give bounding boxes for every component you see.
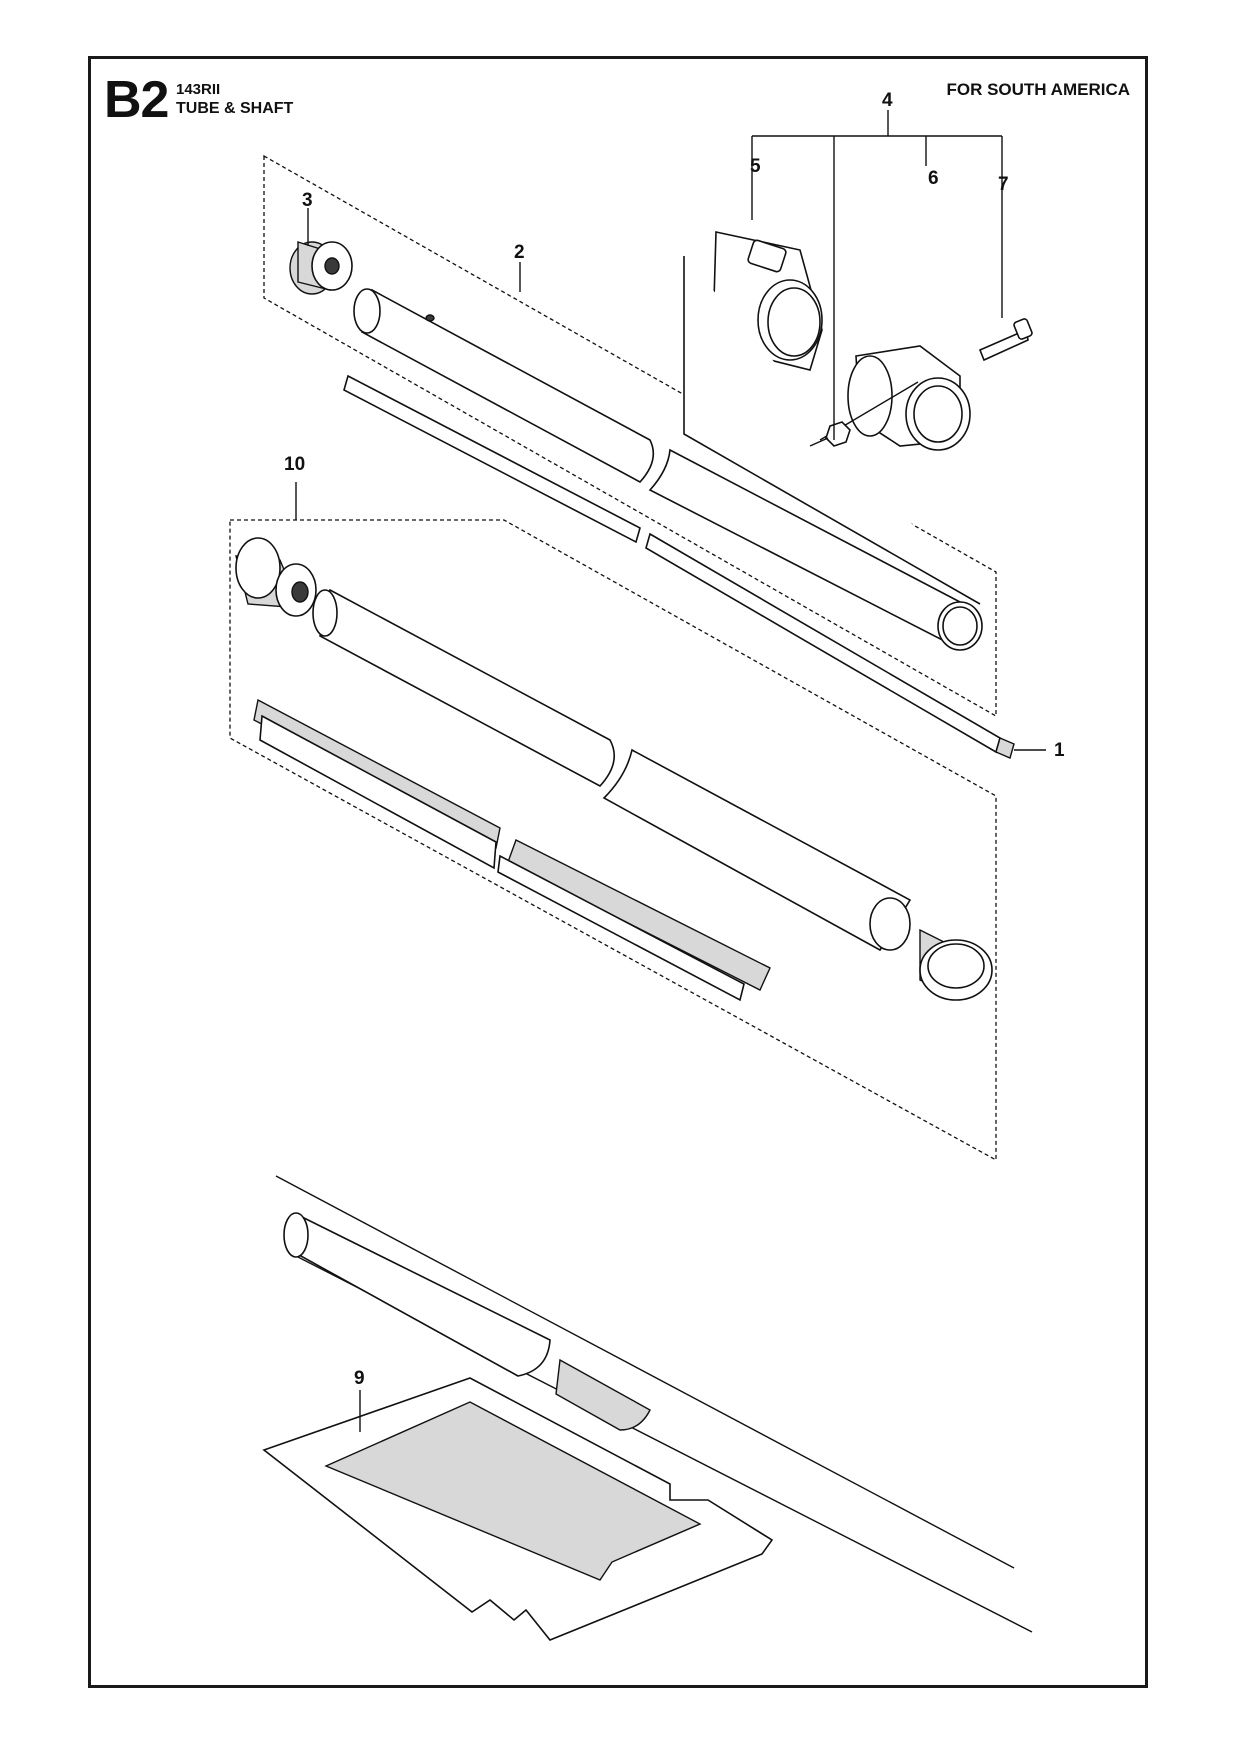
callout-9: 9	[354, 1368, 365, 1389]
leader-line-4	[751, 110, 1003, 440]
callout-4: 4	[882, 90, 893, 111]
callout-5: 5	[750, 156, 761, 177]
tube-icon	[353, 288, 983, 651]
callout-10: 10	[284, 454, 305, 475]
decal-context-icon	[275, 1175, 1033, 1633]
end-cap-bottom-icon	[919, 928, 993, 1001]
liner-channel-icon	[253, 698, 771, 1002]
decal-icon	[262, 1377, 774, 1641]
outer-tube-icon	[312, 588, 912, 952]
section-code: B2	[104, 71, 169, 129]
callout-6: 6	[928, 168, 939, 189]
callout-2: 2	[514, 242, 525, 263]
nut-icon	[809, 381, 919, 447]
callout-1: 1	[1054, 740, 1065, 761]
callout-7: 7	[998, 174, 1009, 195]
screw-icon	[978, 318, 1033, 362]
clamp-half-icon	[847, 345, 971, 451]
end-cap-top-icon	[235, 537, 317, 617]
section-title: TUBE & SHAFT	[176, 100, 294, 117]
drive-shaft-icon	[343, 374, 1015, 759]
region-note: FOR SOUTH AMERICA	[946, 80, 1130, 99]
page-frame	[88, 56, 1148, 1688]
callout-3: 3	[302, 190, 313, 211]
model-name: 143RII	[176, 81, 221, 98]
bushing-icon	[289, 241, 353, 295]
